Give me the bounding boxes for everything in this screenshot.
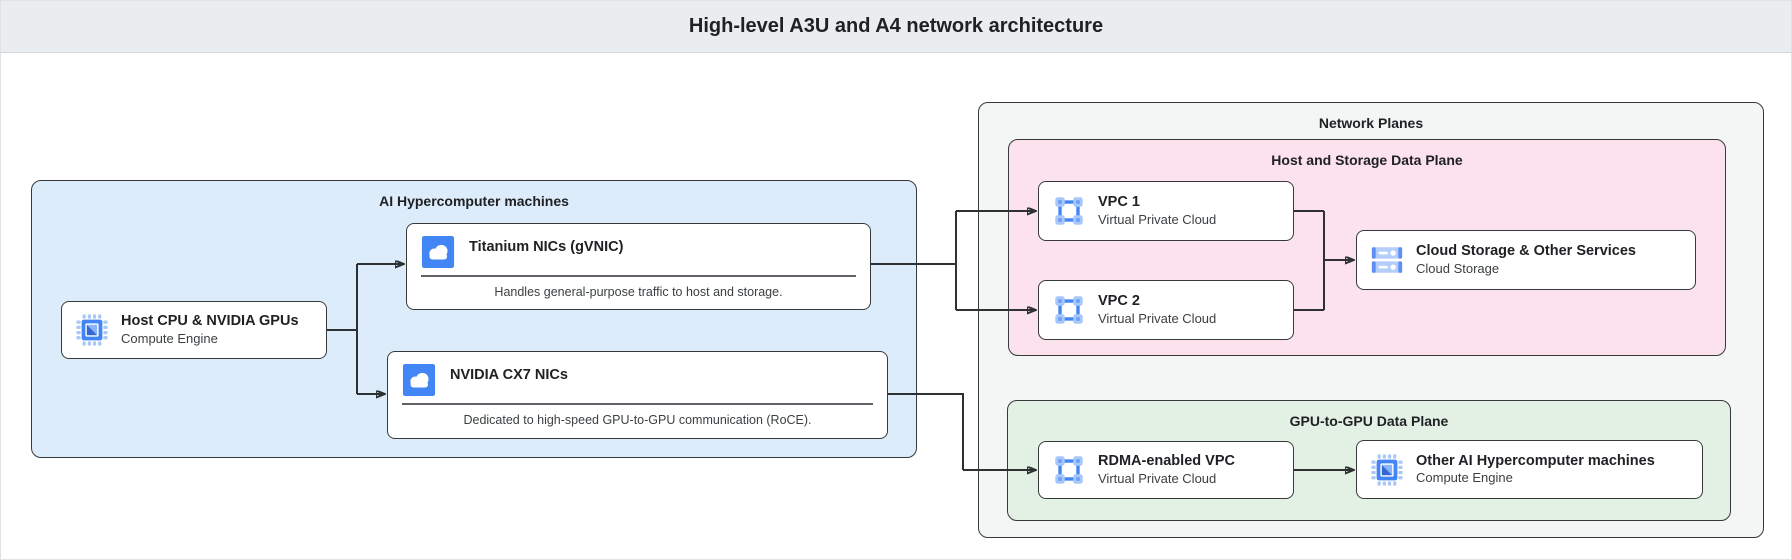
vpc-icon [1052,194,1086,228]
node-nvidia-cx7-nics: NVIDIA CX7 NICs Dedicated to high-speed … [387,351,888,439]
container-label: GPU-to-GPU Data Plane [1289,413,1449,429]
node-host-cpu-nvidia-gpus: Host CPU & NVIDIA GPUs Compute Engine [61,301,327,359]
compute-engine-chip-icon [75,313,109,347]
container-label: AI Hypercomputer machines [379,193,569,209]
diagram-header: High-level A3U and A4 network architectu… [1,1,1791,53]
node-title: Cloud Storage & Other Services [1416,243,1636,260]
vpc-icon [1052,453,1086,487]
node-title: Titanium NICs (gVNIC) [469,239,624,255]
node-rdma-enabled-vpc: RDMA-enabled VPC Virtual Private Cloud [1038,441,1294,499]
node-titanium-nics: Titanium NICs (gVNIC) Handles general-pu… [406,223,871,310]
page-title: High-level A3U and A4 network architectu… [688,15,1104,37]
cloud-nic-icon [421,235,455,269]
node-subtitle: Virtual Private Cloud [1098,310,1217,326]
compute-engine-chip-icon [1370,453,1404,487]
node-title: VPC 2 [1098,293,1140,310]
cloud-storage-icon [1370,243,1404,277]
container-label: Host and Storage Data Plane [1271,152,1463,168]
node-description: Dedicated to high-speed GPU-to-GPU commu… [463,413,812,427]
node-subtitle: Compute Engine [121,330,218,346]
node-title: NVIDIA CX7 NICs [450,367,568,383]
node-subtitle: Cloud Storage [1416,260,1500,276]
node-title: Host CPU & NVIDIA GPUs [121,313,299,330]
node-vpc-2: VPC 2 Virtual Private Cloud [1038,280,1294,340]
node-title: VPC 1 [1098,194,1140,211]
node-subtitle: Virtual Private Cloud [1098,211,1217,227]
cloud-nic-icon [402,363,436,397]
container-label: Network Planes [1318,115,1424,131]
node-vpc-1: VPC 1 Virtual Private Cloud [1038,181,1294,241]
node-cloud-storage-other-services: Cloud Storage & Other Services Cloud Sto… [1356,230,1696,290]
node-description: Handles general-purpose traffic to host … [494,285,783,299]
vpc-icon [1052,293,1086,327]
node-other-ai-hypercomputer-machines: Other AI Hypercomputer machines Compute … [1356,440,1703,499]
node-subtitle: Virtual Private Cloud [1098,470,1217,486]
node-subtitle: Compute Engine [1416,470,1513,486]
divider [421,275,856,277]
divider [402,403,873,405]
node-title: Other AI Hypercomputer machines [1416,452,1655,469]
node-title: RDMA-enabled VPC [1098,453,1235,470]
